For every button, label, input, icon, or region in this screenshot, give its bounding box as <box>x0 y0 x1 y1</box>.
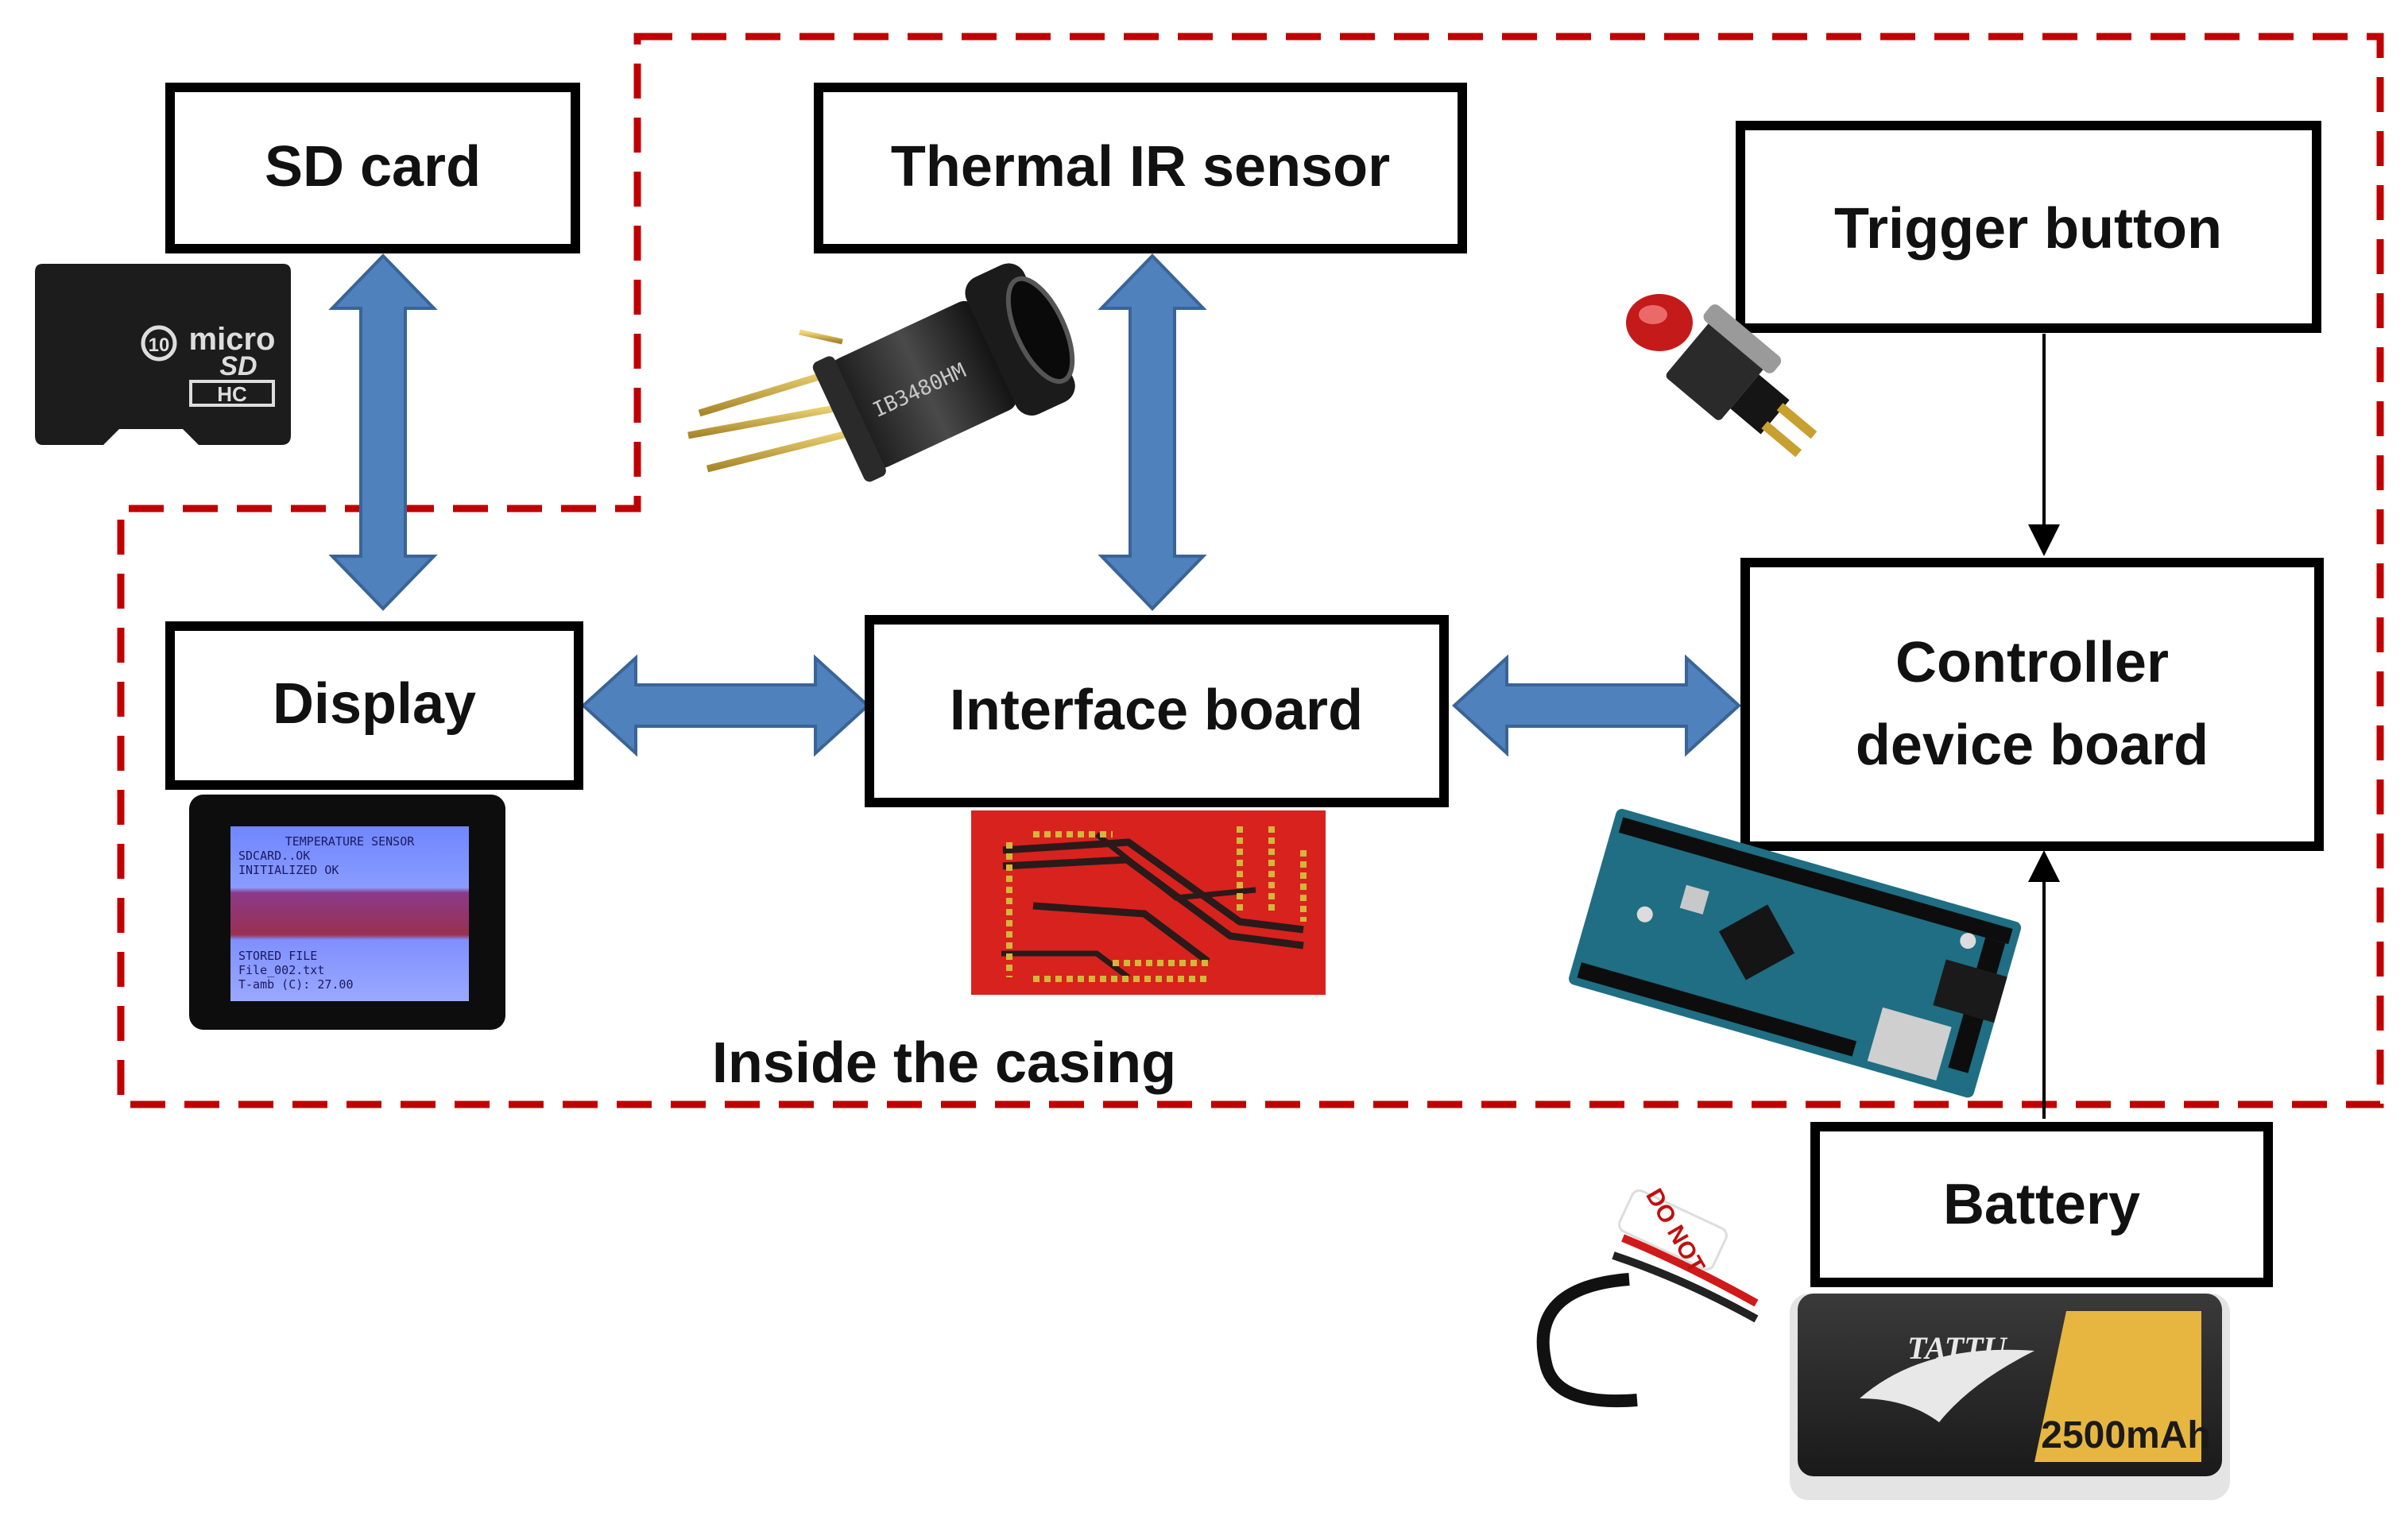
thermal-ir-sensor-label: Thermal IR sensor <box>891 135 1390 199</box>
push-button-image <box>1626 294 1818 458</box>
display-interface-arrow <box>581 654 870 757</box>
battery-capacity-text: 2500mAh <box>2041 1414 2210 1456</box>
lipo-battery-image: DO NOT TATTU 2500mAh <box>1536 1184 2230 1500</box>
thermal-sensor-image: IB3480HM <box>687 263 1075 482</box>
casing-boundary <box>117 33 2384 1108</box>
controller-label-line2: device board <box>1856 714 2209 777</box>
interface-board-block: Interface board <box>865 615 1449 807</box>
sd-display-arrow <box>328 253 438 611</box>
casing-label: Inside the casing <box>712 1031 1176 1095</box>
controller-board-image <box>1569 809 2022 1098</box>
brand-line2-text: SD <box>219 351 257 381</box>
screen-line-3: INITIALIZED OK <box>238 863 339 877</box>
screen-line-4: STORED FILE <box>238 949 317 963</box>
microsd-card-image: 10 micro SD HC <box>35 264 291 445</box>
trigger-button-block: Trigger button <box>1736 121 2321 333</box>
brand-line1-text: micro <box>189 322 276 357</box>
sd-card-label: SD card <box>265 135 481 199</box>
battery-block: Battery <box>1810 1122 2273 1287</box>
display-label: Display <box>273 672 476 736</box>
class-10-icon <box>141 325 177 362</box>
battery-label: Battery <box>1943 1173 2140 1236</box>
screen-line-1: TEMPERATURE SENSOR <box>285 834 416 849</box>
class-mark-text: 10 <box>149 335 170 356</box>
screen-line-6: T-amb (C): 27.00 <box>238 977 354 992</box>
thermal-ir-sensor-block: Thermal IR sensor <box>814 83 1467 253</box>
interface-board-label: Interface board <box>950 679 1363 742</box>
interface-pcb-image <box>971 810 1326 995</box>
trigger-button-label: Trigger button <box>1834 197 2222 261</box>
sensor-interface-arrow <box>1098 253 1207 611</box>
brand-line3-text: HC <box>217 382 247 406</box>
sd-card-block: SD card <box>165 83 580 253</box>
controller-label-line1: Controller <box>1895 631 2169 694</box>
display-block: Display <box>165 621 583 790</box>
screen-line-2: SDCARD..OK <box>238 849 310 863</box>
lcd-display-image: TEMPERATURE SENSOR SDCARD..OK INITIALIZE… <box>189 795 505 1030</box>
interface-controller-arrow <box>1452 654 1741 757</box>
controller-device-board-block: Controller device board <box>1740 558 2324 851</box>
screen-line-5: File_002.txt <box>238 963 324 977</box>
